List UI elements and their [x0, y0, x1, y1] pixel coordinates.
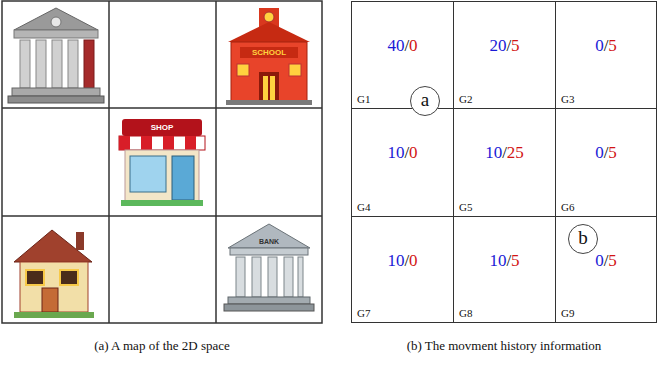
separator: / — [404, 143, 409, 162]
object-marker: a — [410, 86, 440, 116]
count-pair: 10/0 — [352, 143, 453, 163]
separator: / — [404, 36, 409, 55]
cell-id: G6 — [561, 201, 574, 213]
count-value: 5 — [608, 251, 617, 270]
grid-cell: G7 10/0 — [351, 216, 454, 323]
count-value: 0 — [595, 143, 604, 162]
grid-cell: G6 0/5 — [555, 108, 657, 217]
separator: / — [604, 36, 609, 55]
cell-id: G4 — [357, 201, 370, 213]
cell-id: G7 — [357, 307, 370, 319]
cell-id: G2 — [459, 93, 472, 105]
school-icon — [226, 8, 312, 105]
count-value: 10 — [489, 251, 506, 270]
panel-caption: (b) The movment history information — [407, 338, 602, 354]
bank-icon — [224, 224, 314, 311]
count-value: 5 — [511, 251, 520, 270]
sign-text: BANK — [259, 238, 279, 245]
separator: / — [502, 143, 507, 162]
house-icon — [14, 230, 94, 318]
count-value: 10 — [387, 251, 404, 270]
object-marker: b — [568, 224, 598, 254]
count-pair: 40/0 — [352, 36, 453, 56]
count-value: 5 — [511, 36, 520, 55]
count-pair: 10/25 — [454, 143, 555, 163]
count-value: 25 — [507, 143, 524, 162]
count-value: 5 — [608, 36, 617, 55]
cell-id: G8 — [459, 307, 472, 319]
map-grid — [2, 1, 322, 323]
count-value: 0 — [409, 143, 418, 162]
separator: / — [604, 251, 609, 270]
count-value: 0 — [595, 36, 604, 55]
count-value: 10 — [485, 143, 502, 162]
cell-id: G1 — [357, 93, 370, 105]
separator: / — [506, 251, 511, 270]
count-value: 10 — [387, 143, 404, 162]
museum-icon — [8, 8, 104, 103]
separator: / — [506, 36, 511, 55]
panel-caption: (a) A map of the 2D space — [94, 338, 230, 354]
count-pair: 0/5 — [556, 36, 656, 56]
count-value: 5 — [608, 143, 617, 162]
grid-cell: G5 10/25 — [453, 108, 556, 217]
count-value: 0 — [595, 251, 604, 270]
cell-id: G5 — [459, 201, 472, 213]
count-pair: 20/5 — [454, 36, 555, 56]
count-pair: 0/5 — [556, 143, 656, 163]
count-value: 0 — [409, 251, 418, 270]
grid-cell: G3 0/5 — [555, 1, 657, 109]
count-pair: 10/0 — [352, 251, 453, 271]
count-pair: 0/5 — [556, 251, 656, 271]
separator: / — [604, 143, 609, 162]
marker-letter: b — [578, 228, 588, 247]
grid-cell: G4 10/0 — [351, 108, 454, 217]
grid-cell: G1 40/0 — [351, 1, 454, 109]
sign-text: SHOP — [151, 123, 174, 132]
separator: / — [404, 251, 409, 270]
shop-icon — [119, 119, 205, 206]
cell-id: G9 — [561, 307, 574, 319]
count-pair: 10/5 — [454, 251, 555, 271]
sign-text: SCHOOL — [252, 48, 286, 57]
marker-letter: a — [421, 90, 429, 109]
count-value: 0 — [409, 36, 418, 55]
grid-cell: G2 20/5 — [453, 1, 556, 109]
count-value: 40 — [387, 36, 404, 55]
count-value: 20 — [489, 36, 506, 55]
grid-cell: G8 10/5 — [453, 216, 556, 323]
cell-id: G3 — [561, 93, 574, 105]
